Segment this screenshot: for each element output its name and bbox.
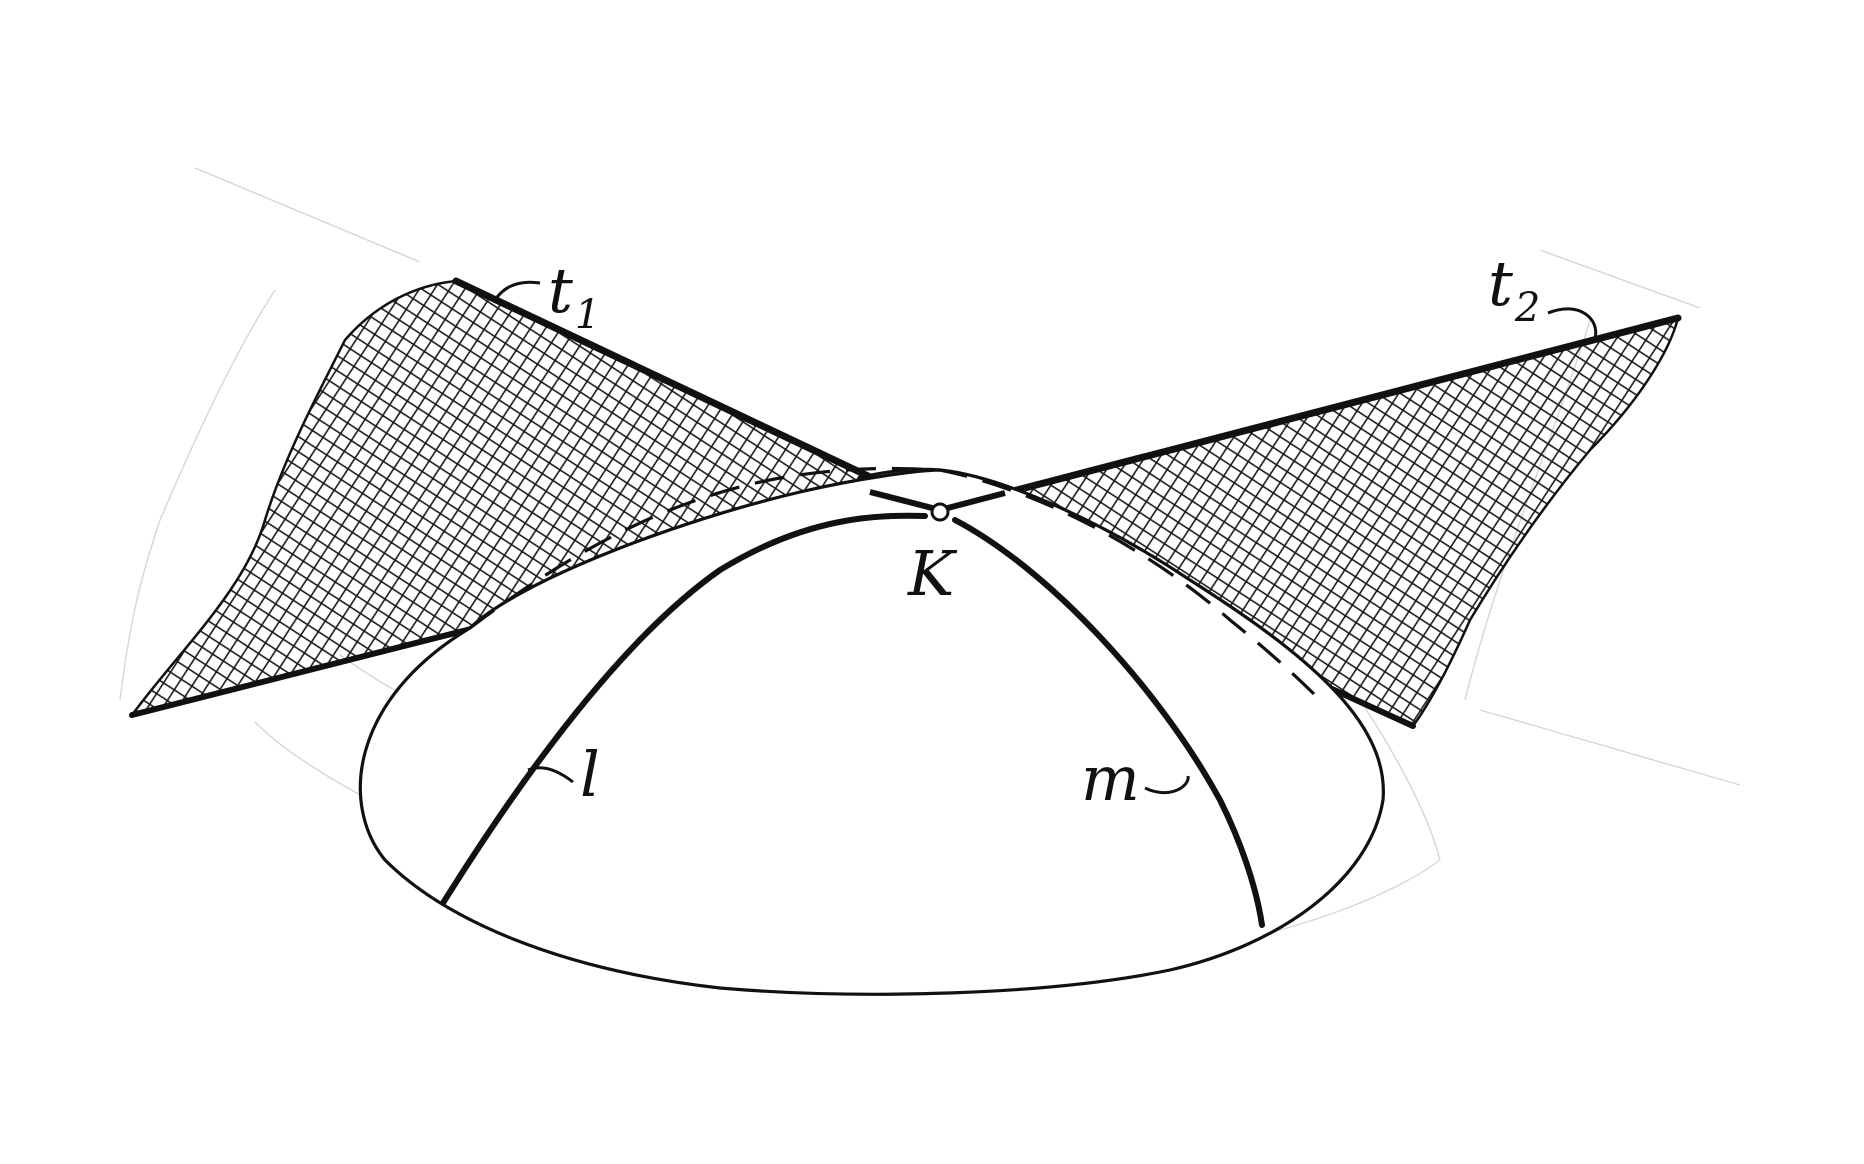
plane-t1-top-edge xyxy=(452,277,944,514)
l-leader xyxy=(527,766,574,784)
label-t1-sub: 1 xyxy=(575,292,600,338)
label-m: m xyxy=(1081,742,1140,815)
leader-lines xyxy=(493,280,1598,795)
dome-surface xyxy=(358,467,1385,996)
label-t2: t2 xyxy=(1488,247,1540,331)
plane-t1-edge-front-segment xyxy=(869,489,941,513)
dome-back-rim xyxy=(857,467,941,480)
label-t2-sub: 2 xyxy=(1514,285,1540,331)
dashed-hidden-curve xyxy=(469,466,1322,702)
label-t1: t1 xyxy=(548,254,600,338)
label-k: K xyxy=(907,537,958,610)
point-k-marker xyxy=(930,502,950,522)
curve-m xyxy=(952,517,1265,928)
plane-t2-surface xyxy=(936,316,1680,728)
dome-silhouette xyxy=(358,468,1385,996)
plane-t2-top-edge xyxy=(936,314,1682,514)
label-t2-base: t xyxy=(1488,247,1513,320)
label-l: l xyxy=(580,738,600,811)
curve-l xyxy=(440,512,928,906)
m-leader xyxy=(1144,775,1190,795)
t1-leader xyxy=(493,280,541,301)
plane-t2-edge-front-segment xyxy=(939,490,1006,513)
plane-t1-surface xyxy=(128,279,944,718)
label-t1-base: t xyxy=(548,254,573,327)
t2-leader xyxy=(1547,307,1598,339)
